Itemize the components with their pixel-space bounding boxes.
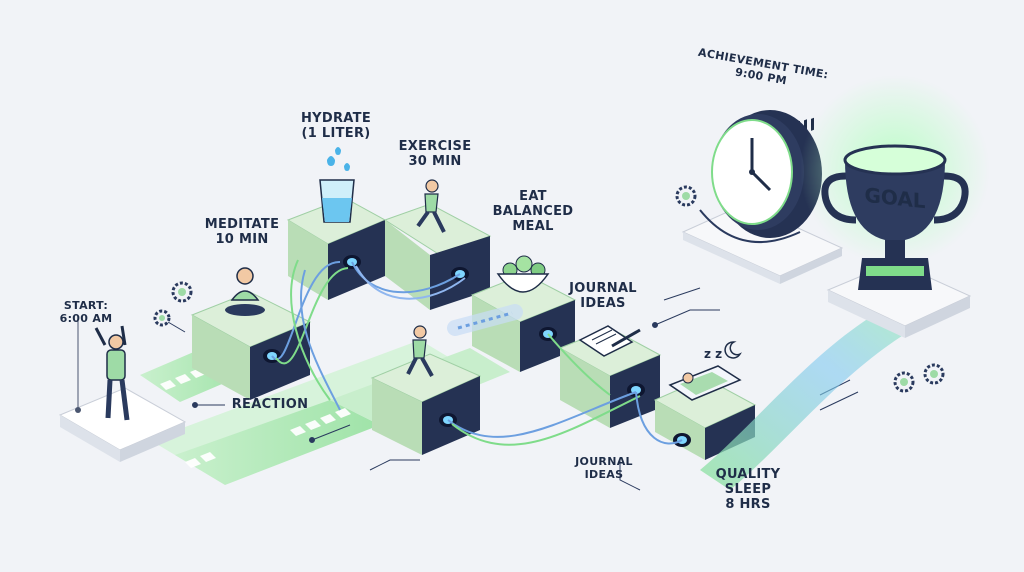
trophy-icon bbox=[821, 144, 969, 290]
gear-icon bbox=[153, 185, 945, 393]
meditate-block bbox=[190, 291, 312, 400]
hydrate-label: HYDRATE(1 LITER) bbox=[301, 111, 371, 141]
sleeping-person-icon: z z bbox=[668, 341, 742, 401]
notebook-icon bbox=[578, 325, 641, 357]
running-person-icon bbox=[416, 179, 446, 233]
connecting-cables bbox=[271, 259, 683, 446]
svg-text:z z: z z bbox=[704, 347, 722, 361]
water-glass-icon bbox=[319, 147, 355, 223]
clock-icon bbox=[699, 110, 822, 244]
start-platform bbox=[58, 387, 187, 462]
meditating-person-icon bbox=[225, 267, 265, 316]
gear-hub bbox=[159, 192, 938, 386]
glass-tube bbox=[447, 304, 523, 336]
running-person-icon bbox=[406, 325, 434, 377]
start-label: START:6:00 AM bbox=[59, 299, 113, 325]
stretching-person-icon bbox=[75, 320, 130, 421]
reaction-label: REACTION bbox=[231, 397, 309, 412]
circuit-traces bbox=[167, 287, 859, 491]
energy-beam bbox=[700, 300, 930, 490]
salad-bowl-icon bbox=[496, 255, 550, 293]
clock-platform bbox=[681, 203, 844, 284]
